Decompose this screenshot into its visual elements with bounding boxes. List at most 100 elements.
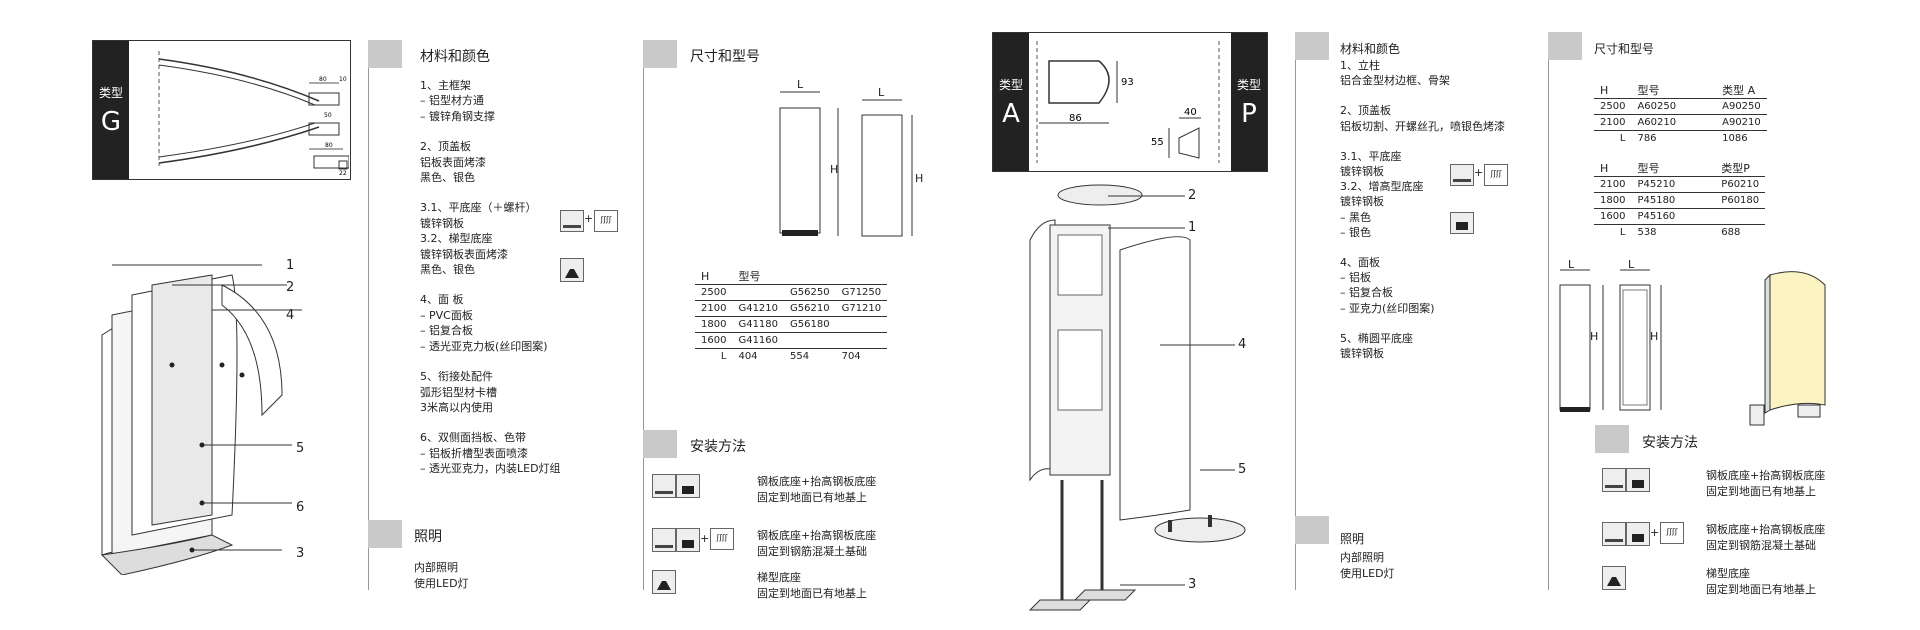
- table-cell: 704: [841, 351, 861, 362]
- p-callout-2: 2: [1188, 188, 1197, 203]
- table-cell: L: [1619, 133, 1626, 144]
- g-mat-line: 3.1、平底座（＋螺杆）: [420, 201, 537, 215]
- g-dim-80-bottom: 80: [325, 142, 333, 149]
- g-install-marker: [643, 430, 677, 458]
- g-lighting-title: 照明: [414, 529, 442, 545]
- p-mat-gap: [1340, 316, 1505, 331]
- table-cell: 688: [1721, 227, 1741, 238]
- g-mat-line: 黑色、银色: [420, 263, 475, 277]
- g-mat-line: – 铝板折槽型表面喷漆: [420, 446, 528, 460]
- g-size-marker: [643, 40, 677, 68]
- g-size-table: H 型号 2500 G56250 G71250 2100 G41210 G562…: [695, 268, 888, 364]
- p-mat-gap: [1340, 88, 1505, 103]
- table-cell: P45180: [1631, 192, 1682, 209]
- g-mat-line: – 铝型材方通: [420, 94, 484, 108]
- g-materials-marker: [368, 40, 402, 68]
- table-cell: 型号: [1631, 82, 1683, 99]
- g-materials-list: 1、主框架 – 铝型材方通 – 镀锌角钢支撑 2、顶盖板 铝板表面烤漆 黑色、银…: [420, 78, 561, 477]
- table-cell: 类型 A: [1682, 82, 1767, 99]
- g-mat-line: – 透光亚克力，内装LED灯组: [420, 462, 561, 476]
- table-cell: [835, 316, 888, 333]
- table-cell: 2100: [1594, 176, 1632, 193]
- table-cell: 786: [1637, 133, 1657, 144]
- table-cell: A60210: [1631, 114, 1683, 131]
- g-dim-10: 10: [339, 76, 347, 83]
- p-lighting-lines: 内部照明 使用LED灯: [1340, 550, 1395, 582]
- p-materials-marker: [1295, 32, 1329, 60]
- g-mat-line: 弧形铝型材卡槽: [420, 385, 497, 399]
- trapezoid-base-icon: [560, 258, 584, 282]
- table-cell: A60250: [1631, 98, 1683, 115]
- p-mat-line: – 铝板: [1340, 271, 1371, 285]
- p-callout-5: 5: [1238, 462, 1247, 477]
- raised-base-icon: [676, 528, 700, 552]
- p-dim-86: 86: [1069, 113, 1082, 124]
- p-mat-line: 3.1、平底座: [1340, 149, 1402, 163]
- g-profile-svg: 80 10 50 80 22: [158, 51, 349, 177]
- table-cell: G56250: [784, 284, 836, 301]
- table-cell: L: [720, 351, 727, 362]
- p-mat-line: – 亚克力(丝印图案): [1340, 301, 1435, 315]
- g-dim-80-top: 80: [319, 76, 327, 83]
- p-mat-line: 2、顶盖板: [1340, 104, 1391, 118]
- g-callout-1: 1: [286, 258, 295, 273]
- table-cell: G71250: [835, 284, 888, 301]
- g-light-line: 使用LED灯: [414, 577, 469, 590]
- p-install-2: 钢板底座+抬高钢板底座 固定到钢筋混凝土基础: [1706, 523, 1826, 552]
- p-size-table-a: H 型号 类型 A 2500 A60250 A90250 2100 A60210…: [1594, 82, 1767, 146]
- g-mat-line: 3米高以内使用: [420, 400, 493, 414]
- g-divider-1: [368, 40, 369, 590]
- table-cell: H: [1594, 160, 1632, 177]
- p-type-letter-p: P: [1241, 98, 1257, 129]
- table-cell: A90250: [1682, 98, 1767, 115]
- p-dim-h-1: H: [1590, 330, 1599, 343]
- plus-sign: +: [584, 212, 594, 225]
- table-cell: 1800: [695, 316, 733, 333]
- p-size-marker: [1548, 32, 1582, 60]
- p-divider-1: [1295, 32, 1296, 590]
- g-mat-line: – 镀锌角钢支撑: [420, 109, 495, 123]
- plus-sign: +: [1474, 166, 1484, 179]
- g-install-1: 钢板底座+抬高钢板底座 固定到地面已有地基上: [757, 475, 877, 504]
- g-mat-line: 3.2、梯型底座: [420, 232, 493, 246]
- g-dim-22: 22: [339, 170, 347, 177]
- table-cell: 类型P: [1681, 160, 1766, 177]
- p-lighting-title: 照明: [1340, 532, 1365, 546]
- g-mat-line: 镀锌钢板: [420, 216, 464, 230]
- p-type-tab-a: 类型 A: [993, 33, 1029, 171]
- p-type-label-p: 类型: [1236, 77, 1261, 92]
- g-dim-50: 50: [324, 112, 332, 119]
- p-install-title: 安装方法: [1642, 435, 1698, 451]
- bolt-icon: ʃʃʃʃ: [710, 528, 734, 550]
- table-cell: 554: [790, 351, 810, 362]
- g-divider-2: [643, 40, 644, 590]
- bolt-icon: ʃʃʃʃ: [1660, 522, 1684, 544]
- g-profile-top-arc: [158, 58, 320, 102]
- trapezoid-base-icon: [652, 570, 676, 594]
- p-mat-line: 4、面板: [1340, 256, 1380, 270]
- raised-base-icon: [1626, 468, 1650, 492]
- g-callout-4: 4: [286, 308, 295, 323]
- p-mat-line: 铝合金型材边框、骨架: [1340, 74, 1450, 88]
- table-cell: G41210: [732, 300, 785, 317]
- bolt-icon: ʃʃʃʃ: [1484, 164, 1508, 186]
- p-dim-l-2: L: [1628, 258, 1635, 271]
- table-cell: 1600: [695, 332, 733, 349]
- table-cell: P45210: [1631, 176, 1682, 193]
- p-size-title: 尺寸和型号: [1594, 42, 1655, 56]
- p-divider-2: [1548, 32, 1549, 590]
- g-lighting-marker: [368, 520, 402, 548]
- p-light-line: 使用LED灯: [1340, 567, 1395, 580]
- g-mat-line: 4、面 板: [420, 293, 464, 307]
- table-cell: 型号: [1631, 160, 1682, 177]
- g-mat-gap: [420, 277, 561, 292]
- p-mat-line: 铝板切割、开螺丝孔，喷银色烤漆: [1340, 119, 1505, 133]
- table-cell: [835, 332, 888, 349]
- p-mat-line: 镀锌钢板: [1340, 347, 1384, 361]
- table-cell: G41180: [732, 316, 785, 333]
- g-callout-6: 6: [296, 500, 305, 515]
- g-type-tab: 类型 G: [93, 41, 129, 179]
- g-install-2: 钢板底座+抬高钢板底座 固定到钢筋混凝土基础: [757, 529, 877, 558]
- table-cell: P60180: [1681, 192, 1766, 209]
- table-cell: 1086: [1722, 133, 1748, 144]
